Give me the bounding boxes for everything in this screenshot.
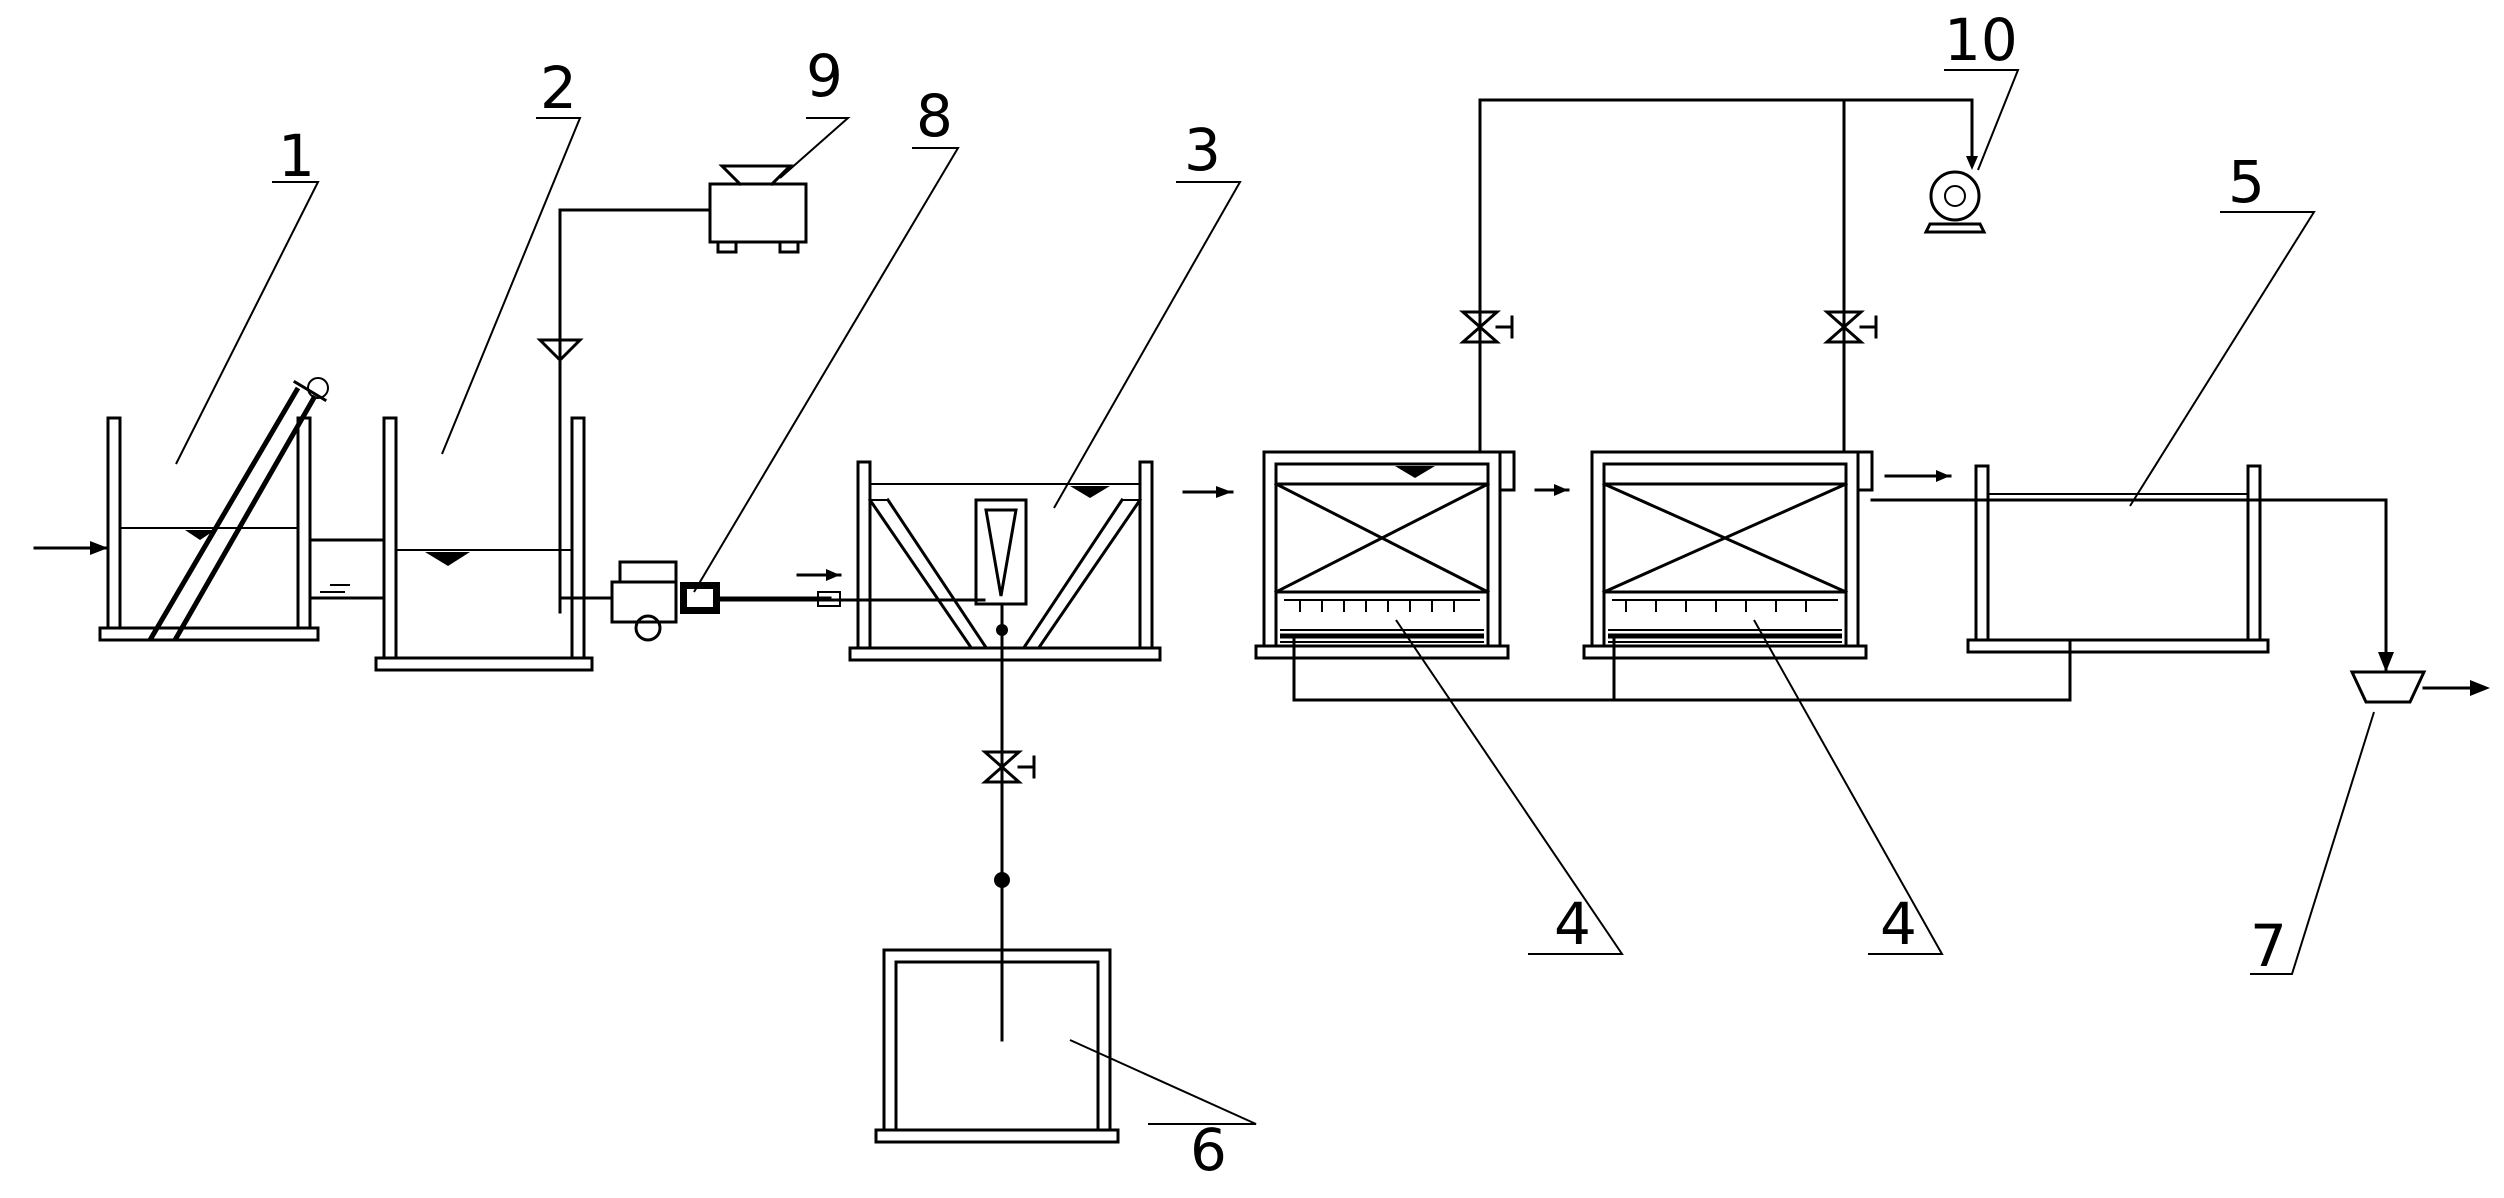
tank-5-clear-water <box>1870 464 2394 702</box>
air-line <box>1459 98 1978 454</box>
return-line <box>1292 638 2072 702</box>
flow-arrow-4a-to-4b <box>1534 484 1570 496</box>
tank-3-sedimentation <box>848 460 1162 1042</box>
callout-9: 9 <box>806 42 843 110</box>
tank-4b-biofilter <box>1582 450 1874 660</box>
callout-6: 6 <box>1190 1116 1227 1184</box>
inflow-arrow <box>33 541 110 555</box>
tank-4a-biofilter <box>1254 450 1516 660</box>
callout-10: 10 <box>1944 6 2018 74</box>
tank-6-sludge <box>874 948 1120 1144</box>
callout-3: 3 <box>1184 116 1221 184</box>
callout-5: 5 <box>2228 148 2265 216</box>
blower-10 <box>1923 170 1987 234</box>
callout-labels: 1 2 3 4 4 5 6 7 8 9 10 <box>278 6 2287 1184</box>
flow-arrow-4b-to-5 <box>1884 470 1952 482</box>
callout-2: 2 <box>540 54 577 122</box>
leader-lines <box>175 69 2375 1125</box>
dosing-tank-9 <box>536 164 808 363</box>
callout-8: 8 <box>916 82 953 150</box>
callout-1: 1 <box>278 122 315 190</box>
outlet-7 <box>2349 670 2490 704</box>
tank-2-equalization <box>374 208 712 672</box>
callout-7: 7 <box>2250 912 2287 980</box>
tank-1-screen-chamber <box>98 377 329 642</box>
callout-4a: 4 <box>1554 890 1591 958</box>
channel-1-to-2 <box>308 538 386 600</box>
diffusers-4a <box>1299 600 1455 612</box>
diffusers-4b <box>1625 600 1807 612</box>
pipe-2-to-pump <box>558 596 612 614</box>
flow-arrow-3-to-4a <box>1182 486 1234 498</box>
callout-4b: 4 <box>1880 890 1917 958</box>
pump-8 <box>610 560 832 642</box>
